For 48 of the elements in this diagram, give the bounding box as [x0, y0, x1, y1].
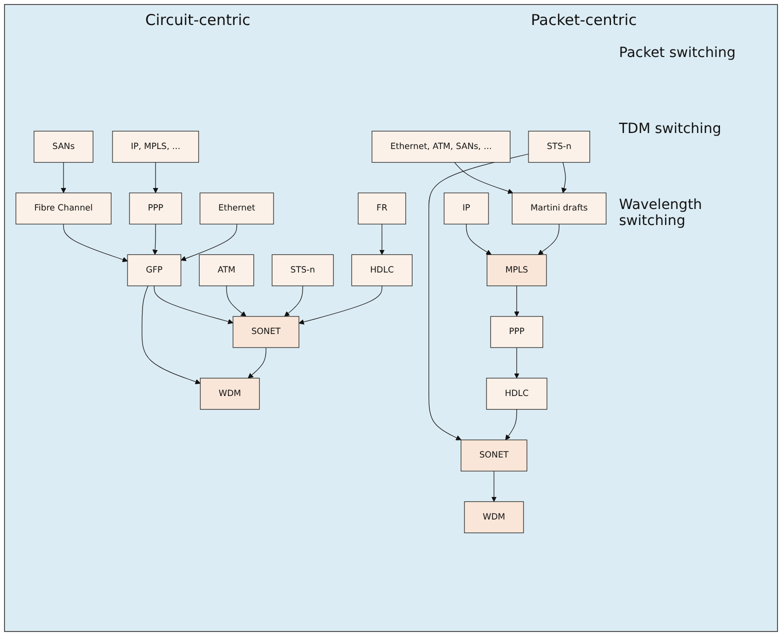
node-box — [528, 130, 590, 163]
node-box — [200, 378, 260, 410]
arrow — [226, 286, 246, 317]
arrow — [561, 162, 567, 194]
column-heading: Circuit-centric — [145, 11, 250, 29]
arrow — [538, 224, 560, 255]
node-box — [198, 254, 254, 286]
layer-note: Packet switching — [619, 45, 737, 61]
arrow — [284, 286, 304, 317]
node-box — [351, 254, 412, 286]
node-box — [486, 378, 548, 410]
node-box — [460, 440, 528, 472]
arrow — [454, 162, 514, 194]
column-heading: Packet-centric — [530, 11, 637, 29]
node-box — [444, 192, 489, 224]
node-box — [358, 192, 406, 224]
arrow — [152, 224, 158, 255]
arrow — [63, 224, 128, 262]
node-box — [127, 254, 182, 286]
node-box — [486, 254, 547, 286]
node-box — [232, 316, 300, 348]
node-box — [16, 192, 112, 224]
arrow — [154, 286, 234, 324]
node-box — [464, 501, 524, 534]
arrow — [514, 347, 520, 378]
layer-note: TDM switching — [619, 121, 722, 137]
node-box — [200, 192, 274, 224]
arrow — [491, 470, 497, 502]
arrow — [505, 409, 518, 440]
arrow — [428, 154, 529, 440]
layer-note: Wavelength switching — [619, 197, 704, 229]
arrow — [379, 224, 385, 255]
node-box — [34, 130, 94, 163]
node-box — [512, 192, 606, 224]
arrow — [180, 224, 238, 262]
node-box — [490, 316, 544, 348]
diagram-background: Circuit-centric Packet-centric Packet switching TDM switching Wavelength switching SANs IP, MPLS, ... Ethernet, ATM, SANs, ... STS-n Fibre Channel PPP Ethernet FR IP Martini drafts GFP ATM STS-n HDLC MPLS SONET PPP WDM HDLC SONET WDM — [4, 4, 778, 632]
arrow — [152, 162, 158, 194]
arrow — [298, 286, 382, 325]
node-box — [372, 130, 510, 163]
node-box — [272, 254, 334, 286]
node-box — [112, 130, 199, 163]
arrow — [60, 162, 66, 194]
arrow — [466, 224, 492, 255]
arrow — [514, 286, 520, 317]
arrow — [248, 347, 266, 378]
arrow — [142, 286, 201, 384]
node-box — [129, 192, 182, 224]
